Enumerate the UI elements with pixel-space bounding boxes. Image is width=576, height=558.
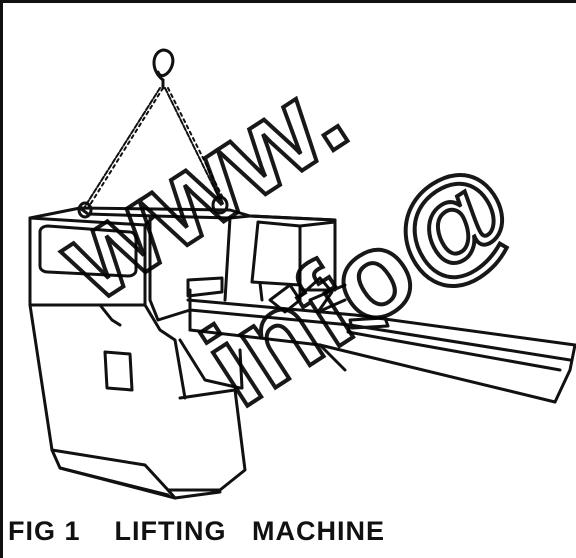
figure-title: LIFTING MACHINE bbox=[114, 516, 385, 546]
lifting-chain-left bbox=[83, 87, 164, 209]
infeed-guard bbox=[186, 276, 224, 298]
figure-number: FIG 1 bbox=[8, 516, 81, 546]
base-access-door bbox=[103, 350, 134, 392]
lifting-chain-right bbox=[164, 87, 225, 201]
chain-shackle-right bbox=[211, 195, 229, 215]
chain-shackle-left bbox=[77, 201, 93, 219]
cutter-head-housing bbox=[148, 214, 337, 322]
watermark: www. info@ bbox=[34, 44, 539, 434]
fence-clamp bbox=[348, 316, 390, 330]
lifting-hook bbox=[152, 48, 175, 90]
table-support bbox=[178, 338, 244, 390]
figure-caption: FIG 1 LIFTING MACHINE bbox=[8, 516, 385, 547]
machine-base-pedestal bbox=[28, 303, 247, 500]
front-access-panel bbox=[38, 224, 138, 278]
